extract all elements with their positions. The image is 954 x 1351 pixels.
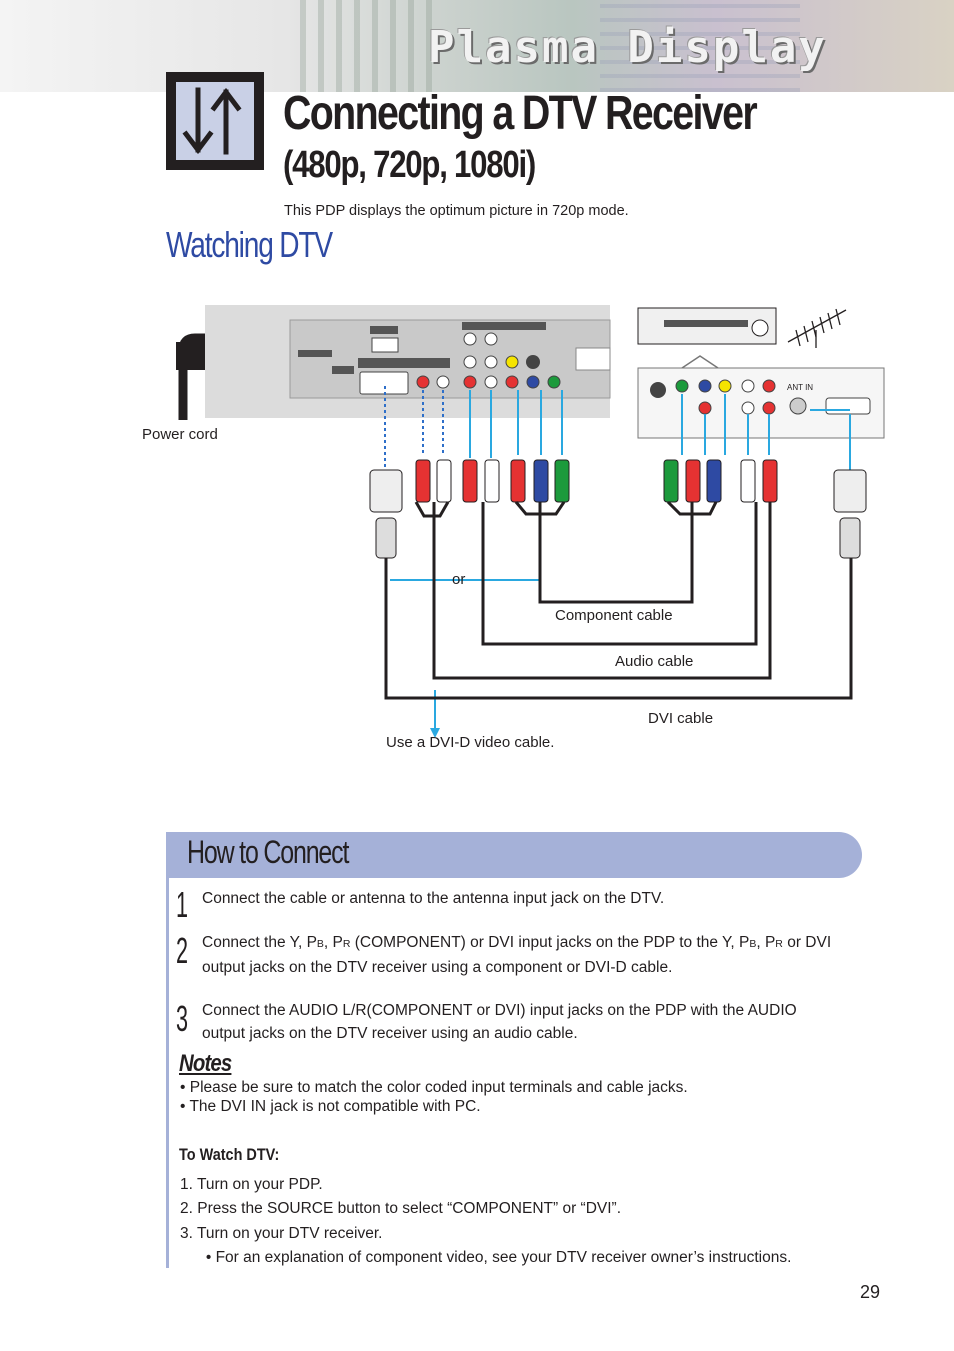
subscript-b: B <box>316 938 324 950</box>
section-title: Watching DTV <box>166 224 333 265</box>
step-line: Connect the Y, P <box>202 934 317 951</box>
audio-cable-label: Audio cable <box>615 653 693 670</box>
step-line: Connect the cable or antenna to the ante… <box>202 890 665 907</box>
watch-step: 2. Press the SOURCE button to select “CO… <box>180 1200 622 1217</box>
step-line: , P <box>756 934 776 951</box>
ant-in-label: ANT IN <box>787 383 813 392</box>
step-line: or DVI <box>782 934 832 951</box>
how-to-connect-title: How to Connect <box>187 834 349 870</box>
page-title: Connecting a DTV Receiver <box>283 87 758 140</box>
rca-plugs <box>369 459 867 559</box>
pdp-back-panel <box>205 305 611 418</box>
step-line: output jacks on the DTV receiver using a… <box>202 959 673 976</box>
step-number: 2 <box>176 930 189 971</box>
page-subtitle: (480p, 720p, 1080i) <box>283 144 536 186</box>
connection-diagram: Power cord <box>142 305 885 751</box>
circuit-texture <box>600 0 800 92</box>
subscript-r: R <box>342 938 351 950</box>
watch-step: • For an explanation of component video,… <box>180 1249 792 1266</box>
subscript-r: R <box>775 938 783 950</box>
watch-dtv-title: To Watch DTV: <box>179 1145 280 1164</box>
step-line: Connect the AUDIO L/R(COMPONENT or DVI) … <box>202 1002 797 1019</box>
antenna-icon <box>787 308 847 348</box>
power-cord-label: Power cord <box>142 426 218 443</box>
intro-text: This PDP displays the optimum picture in… <box>284 203 629 219</box>
step-text: Connect the cable or antenna to the ante… <box>202 887 842 910</box>
dvi-note-label: Use a DVI-D video cable. <box>386 734 554 751</box>
note-item: • Please be sure to match the color code… <box>180 1079 688 1096</box>
section-rule <box>166 878 169 1268</box>
header-banner: Plasma Display <box>0 0 954 92</box>
watch-step: 1. Turn on your PDP. <box>180 1176 323 1193</box>
page-number: 29 <box>860 1282 881 1302</box>
or-label: or <box>452 571 465 588</box>
dvi-cable-label: DVI cable <box>648 710 713 727</box>
watch-step: 3. Turn on your DTV receiver. <box>180 1225 383 1242</box>
step-text: Connect the Y, PB, PR (COMPONENT) or DVI… <box>202 931 842 979</box>
step-number: 3 <box>176 998 189 1039</box>
step-text: Connect the AUDIO L/R(COMPONENT or DVI) … <box>202 999 842 1045</box>
step-number: 1 <box>176 884 189 925</box>
connection-arrows-icon <box>166 72 264 170</box>
subscript-b: B <box>749 938 757 950</box>
dtv-receiver: ANT IN <box>637 307 885 439</box>
component-cable-label: Component cable <box>555 607 673 624</box>
step-line: (COMPONENT) or DVI input jacks on the PD… <box>350 934 750 951</box>
circuit-texture <box>300 0 440 92</box>
how-to-connect-bar <box>166 832 862 878</box>
step-line: , P <box>323 934 343 951</box>
note-item: • The DVI IN jack is not compatible with… <box>180 1098 481 1115</box>
notes-title: Notes <box>179 1050 232 1077</box>
step-line: output jacks on the DTV receiver using a… <box>202 1025 578 1042</box>
banner-title: Plasma Display <box>428 22 827 73</box>
